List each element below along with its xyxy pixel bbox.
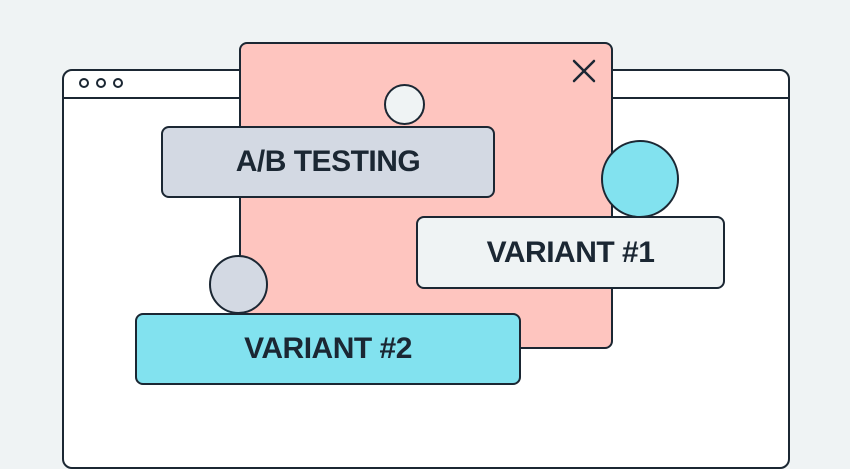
decorative-circle-gray bbox=[209, 255, 268, 314]
variant-2-label: VARIANT #2 bbox=[135, 313, 521, 385]
window-dot-icon[interactable] bbox=[96, 78, 106, 88]
ab-testing-text: A/B TESTING bbox=[235, 145, 421, 178]
variant-2-text: VARIANT #2 bbox=[244, 332, 412, 365]
variant-1-label: VARIANT #1 bbox=[416, 216, 725, 289]
decorative-circle-cyan bbox=[601, 140, 679, 218]
variant-1-text: VARIANT #1 bbox=[486, 235, 655, 269]
window-dot-icon[interactable] bbox=[113, 78, 123, 88]
window-dot-icon[interactable] bbox=[79, 78, 89, 88]
ab-testing-label: A/B TESTING bbox=[161, 126, 495, 198]
close-icon[interactable] bbox=[570, 57, 598, 85]
decorative-circle-small bbox=[384, 84, 425, 125]
